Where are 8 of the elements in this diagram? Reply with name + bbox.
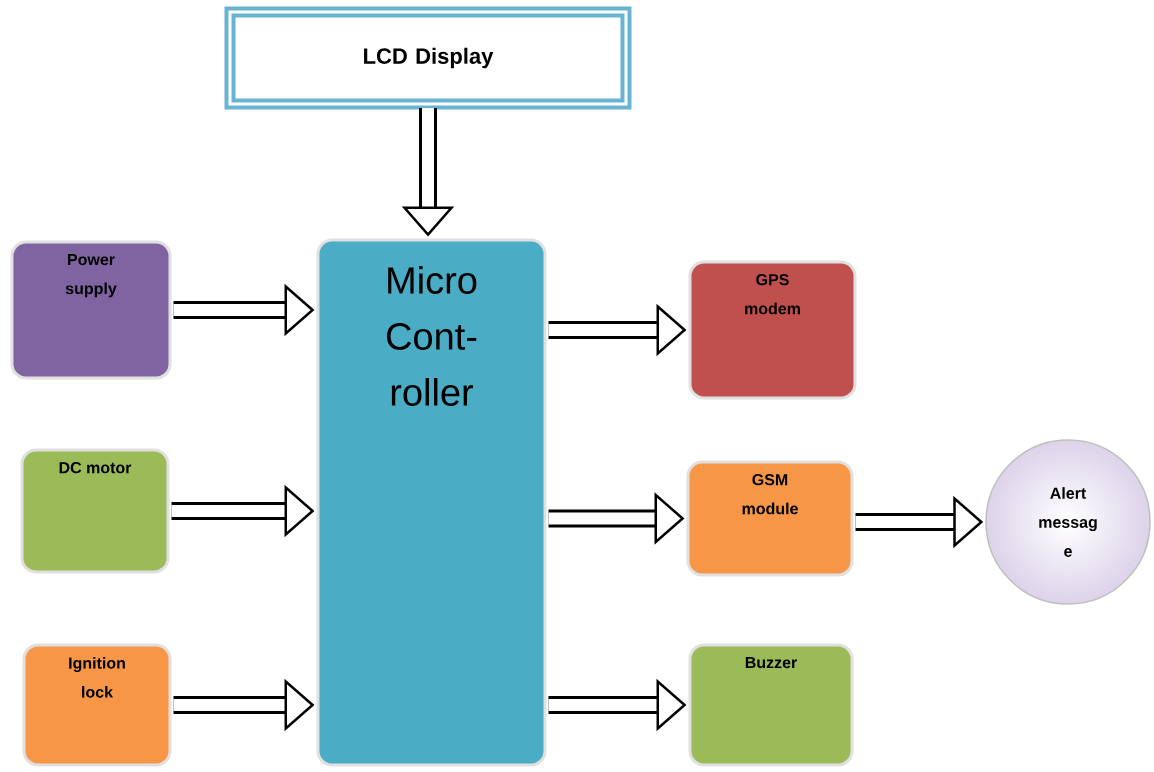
block-box: DC motor xyxy=(20,448,170,574)
block-box: GPS modem xyxy=(688,260,857,400)
block-box: Buzzer xyxy=(688,643,854,767)
display-box: LCD Display xyxy=(224,6,632,110)
controller-box: Micro Cont- roller xyxy=(316,238,547,767)
block-box: Power supply xyxy=(10,240,172,380)
block-box: GSM module xyxy=(686,460,854,577)
block-box: Ignition lock xyxy=(22,643,172,767)
